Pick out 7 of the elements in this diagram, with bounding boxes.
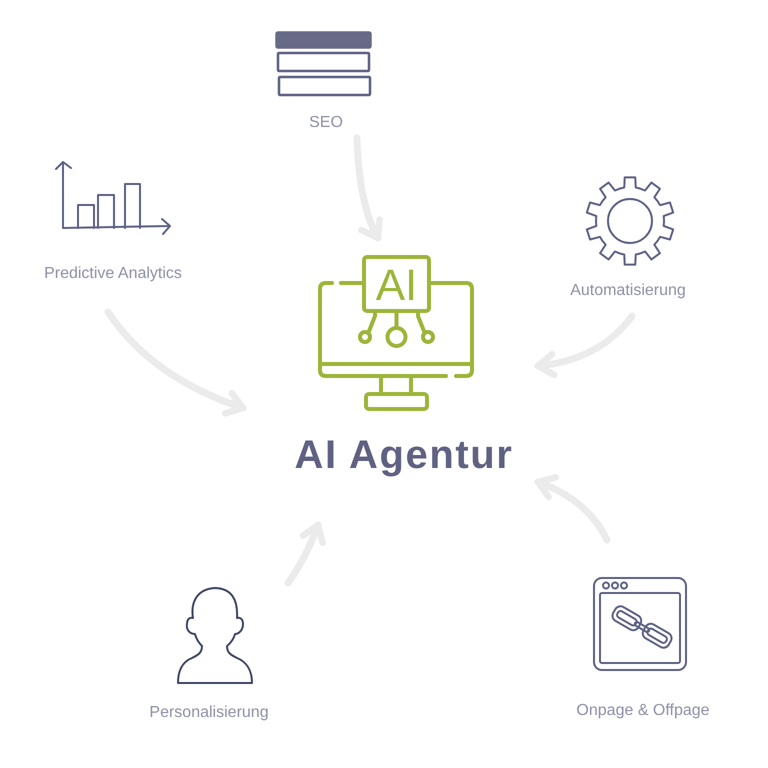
node-label: Onpage & Offpage (576, 701, 710, 721)
title-text: AI Agentur (294, 432, 514, 479)
screen-text: AI (376, 264, 418, 308)
node-label: Personalisierung (149, 703, 269, 723)
node-label: SEO (309, 113, 343, 133)
node-label: Predictive Analytics (44, 264, 182, 284)
node-label: Automatisierung (570, 281, 686, 301)
